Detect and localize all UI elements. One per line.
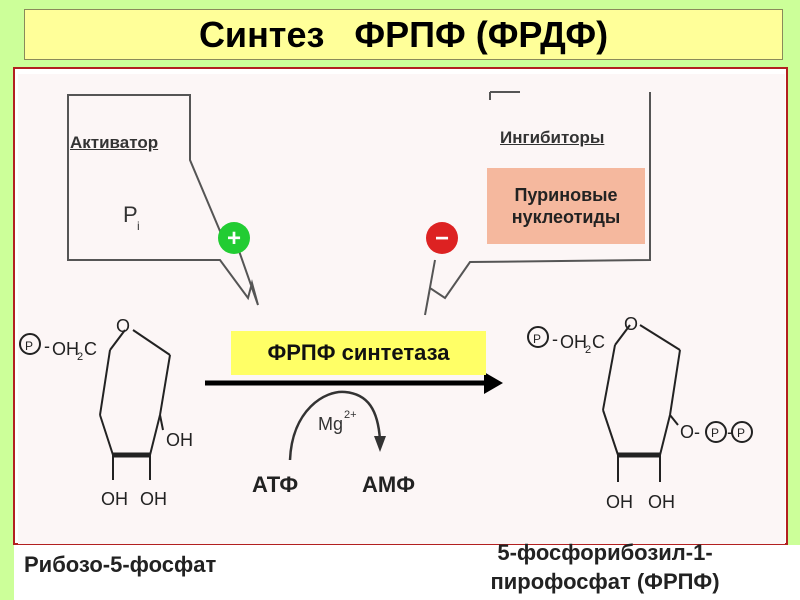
svg-text:+: +	[227, 225, 241, 252]
purine-nucleotides-box: Пуриновые нуклеотиды	[487, 168, 645, 244]
atp-label: АТФ	[252, 472, 299, 497]
svg-text:2+: 2+	[344, 409, 357, 421]
svg-text:P: P	[737, 426, 745, 440]
svg-text:P: P	[711, 426, 719, 440]
diagram-panel-inner	[18, 74, 785, 544]
inhibitor-minus-icon	[426, 222, 458, 254]
svg-text:OH: OH	[140, 489, 167, 509]
svg-text:O: O	[680, 422, 694, 442]
product-caption: 5-фосфорибозил-1- пирофосфат (ФРПФ)	[450, 538, 760, 596]
svg-text:2: 2	[585, 344, 591, 356]
activator-pi: P	[123, 202, 138, 227]
enzyme-label: ФРПФ синтетаза	[231, 331, 486, 375]
svg-text:-: -	[727, 422, 733, 442]
svg-text:−: −	[435, 225, 449, 252]
svg-text:OH: OH	[560, 332, 587, 352]
svg-text:P: P	[533, 332, 541, 346]
svg-text:OH: OH	[606, 492, 633, 512]
svg-text:-: -	[694, 422, 700, 442]
prpp-structure	[527, 324, 753, 482]
svg-text:OH: OH	[648, 492, 675, 512]
svg-text:2: 2	[77, 351, 83, 363]
svg-text:OH: OH	[52, 339, 79, 359]
mg-cofactor: Mg	[318, 414, 343, 434]
svg-text:-: -	[44, 336, 50, 356]
ribose-5-phosphate-structure	[19, 329, 171, 480]
svg-text:OH: OH	[101, 489, 128, 509]
mg-cofactor-arrow	[288, 390, 382, 461]
inhibitors-label: Ингибиторы	[500, 128, 605, 147]
product-caption-line-2: пирофосфат (ФРПФ)	[490, 569, 720, 594]
amp-label: АМФ	[362, 472, 415, 497]
svg-text:i: i	[137, 219, 140, 233]
activator-label: Активатор	[70, 133, 159, 152]
svg-text:O: O	[624, 314, 638, 334]
svg-text:C: C	[84, 339, 97, 359]
svg-text:OH: OH	[166, 430, 193, 450]
caption-area	[0, 545, 800, 600]
svg-text:C: C	[592, 332, 605, 352]
svg-text:O: O	[116, 316, 130, 336]
page-title: Синтез ФРПФ (ФРДФ)	[24, 9, 783, 60]
purine-line-2: нуклеотиды	[511, 207, 621, 227]
product-caption-line-1: 5-фосфорибозил-1-	[497, 540, 713, 565]
purine-line-1: Пуриновые	[514, 185, 618, 205]
svg-text:-: -	[552, 329, 558, 349]
substrate-caption: Рибозо-5-фосфат	[24, 552, 217, 577]
svg-text:P: P	[25, 339, 33, 353]
activator-plus-icon	[218, 222, 250, 254]
inhibitor-callout	[424, 91, 651, 316]
activator-callout	[67, 94, 259, 306]
